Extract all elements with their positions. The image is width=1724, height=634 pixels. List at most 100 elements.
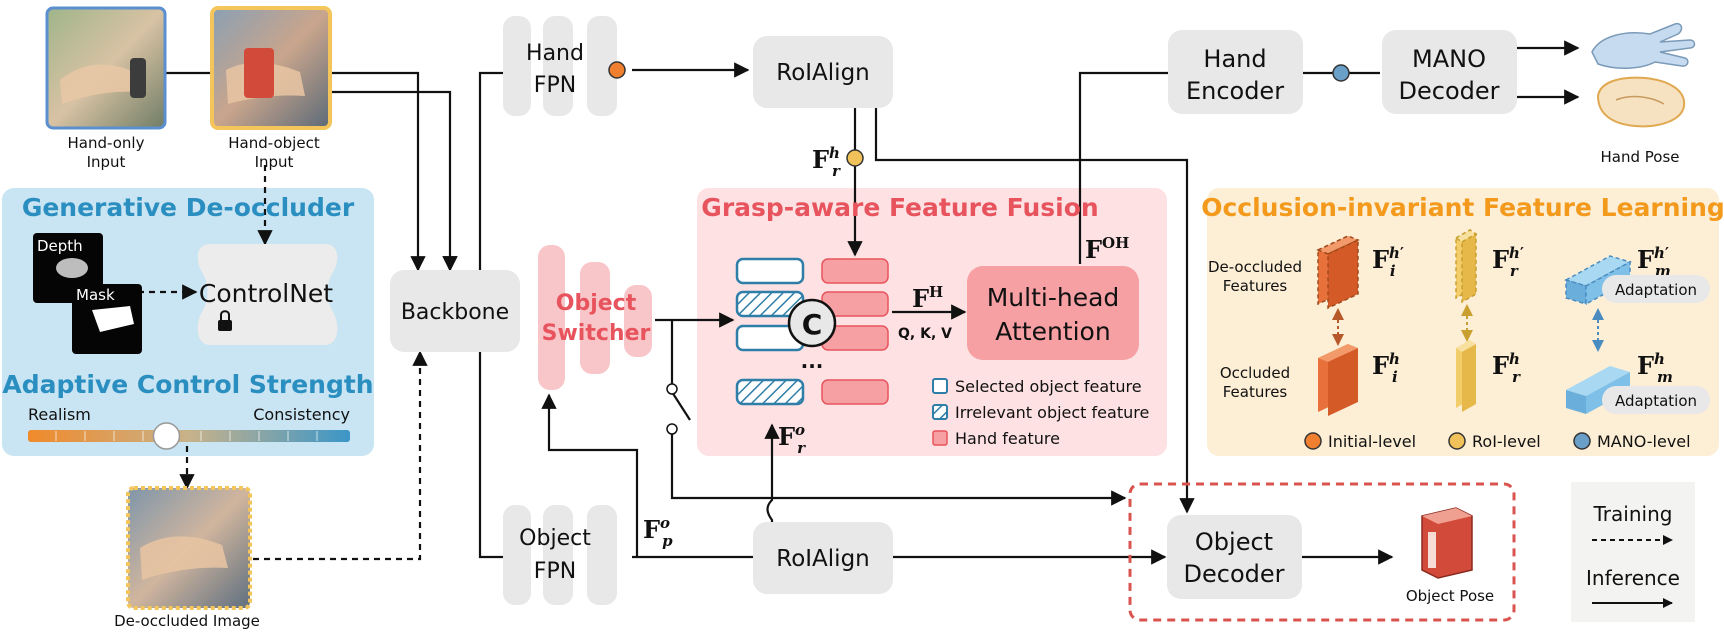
foh-symbol: FOH (1085, 234, 1129, 264)
legend-roi-label: RoI-level (1472, 432, 1541, 451)
legend-initial-label: Initial-level (1328, 432, 1416, 451)
object-switcher (538, 245, 652, 390)
legend-hand-label: Hand feature (955, 429, 1060, 448)
fi-prime-symbol: Fh′i (1372, 244, 1404, 280)
roi-level-dot (846, 149, 864, 167)
concat-circle (787, 298, 837, 348)
deoccluded-image (126, 486, 252, 610)
inference-label: Inference (1586, 566, 1680, 590)
realism-label: Realism (28, 405, 91, 424)
fusion-panel (697, 188, 1167, 456)
deoccluded-features-label-2: Features (1223, 277, 1288, 295)
object-switcher-label-1: Object (556, 291, 637, 316)
hand-pose-icon-open (1591, 22, 1696, 69)
occluded-features-label-2: Features (1223, 383, 1288, 401)
object-decoder-box (1167, 515, 1302, 599)
object-fpn-label-1: Object (519, 526, 591, 551)
strength-title: Adaptive Control Strength (2, 370, 373, 399)
initial-deoccluded-cube (1316, 234, 1360, 310)
hand-only-label-1: Hand-only (68, 134, 145, 152)
adaptation-label-bottom: Adaptation (1615, 392, 1697, 410)
deoccluded-label: De-occluded Image (114, 612, 260, 630)
hand-encoder-label-1: Hand (1203, 45, 1266, 73)
backbone-box (390, 270, 520, 352)
hand-features (821, 258, 889, 405)
legend-hand-swatch (932, 430, 948, 446)
mode-legend-box (1571, 482, 1695, 622)
mask-blob (92, 306, 134, 332)
fusion-title: Grasp-aware Feature Fusion (701, 193, 1098, 222)
mano-level-dot (1332, 64, 1350, 82)
hand-encoder-label-2: Encoder (1186, 77, 1284, 105)
hand-object-label-2: Input (255, 153, 294, 171)
switch-contact-bottom (666, 423, 678, 435)
strength-slider-track[interactable] (28, 430, 350, 442)
controlnet-box (197, 244, 338, 345)
features-ellipsis: ... (801, 349, 824, 373)
attention-label-2: Attention (995, 317, 1110, 346)
controlnet-label: ControlNet (199, 279, 333, 308)
object-decoder-label-1: Object (1195, 528, 1273, 556)
object-fpn-label-2: FPN (534, 559, 576, 584)
hand-fpn (503, 16, 617, 116)
hand-fpn-label-1: Hand (526, 41, 584, 66)
hand-object-input (210, 6, 332, 130)
legend-roi-dot (1448, 432, 1466, 450)
legend-selected-label: Selected object feature (955, 377, 1142, 396)
strength-slider-knob[interactable] (152, 422, 181, 450)
adaptation-badge-bottom (1602, 386, 1710, 414)
object-pose-icon (1421, 507, 1473, 579)
occlusion-panel (1207, 188, 1719, 456)
legend-selected-swatch (932, 378, 948, 394)
qkv-label: Q, K, V (898, 326, 952, 342)
consistency-label: Consistency (253, 405, 350, 424)
occlusion-title: Occlusion-invariant Feature Learning (1201, 193, 1724, 222)
object-features (735, 257, 805, 406)
adaptation-badge-top (1602, 275, 1710, 303)
switch-contact-top (666, 383, 678, 395)
depth-blob (56, 258, 88, 278)
hand-pose-icon-grasp (1596, 76, 1686, 128)
object-decoder-label-2: Decoder (1184, 560, 1285, 588)
initial-level-dot (608, 61, 626, 79)
mask-label: Mask (76, 286, 115, 304)
backbone-label: Backbone (401, 300, 509, 325)
hand-fpn-label-2: FPN (534, 73, 576, 98)
training-label: Training (1593, 502, 1673, 526)
hand-object-label-1: Hand-object (228, 134, 320, 152)
hand-only-input (45, 6, 167, 130)
roialign-top-box (753, 36, 893, 108)
hand-only-label-2: Input (87, 153, 126, 171)
legend-mano-label: MANO-level (1597, 432, 1691, 451)
mano-decoder-label-2: Decoder (1399, 77, 1500, 105)
concat-symbol: C (802, 308, 823, 341)
mano-decoder-label-1: MANO (1412, 45, 1486, 73)
object-switcher-label-2: Switcher (542, 321, 651, 346)
depth-label: Depth (37, 237, 83, 255)
deoccluder-title: Generative De-occluder (22, 193, 355, 222)
legend-initial-dot (1304, 432, 1322, 450)
legend-irrelevant-swatch (932, 404, 948, 420)
occluded-features-label-1: Occluded (1220, 364, 1290, 382)
roialign-bottom-box (753, 522, 893, 594)
roialign-bottom-label: RoIAlign (776, 546, 870, 572)
legend-mano-dot (1573, 432, 1591, 450)
lock-icon (218, 310, 232, 331)
legend-irrelevant-label: Irrelevant object feature (955, 403, 1149, 422)
fh-symbol: FH (912, 283, 943, 313)
object-decoder-dashed-frame (1128, 482, 1516, 622)
initial-occluded-cube (1318, 344, 1358, 416)
roi-deoccluded-bar (1454, 228, 1478, 304)
object-pose-label: Object Pose (1406, 587, 1494, 605)
fr-prime-symbol: Fh′r (1492, 244, 1524, 280)
attention-box (967, 266, 1139, 360)
object-fpn (503, 505, 617, 605)
roi-occluded-bar (1456, 340, 1476, 412)
